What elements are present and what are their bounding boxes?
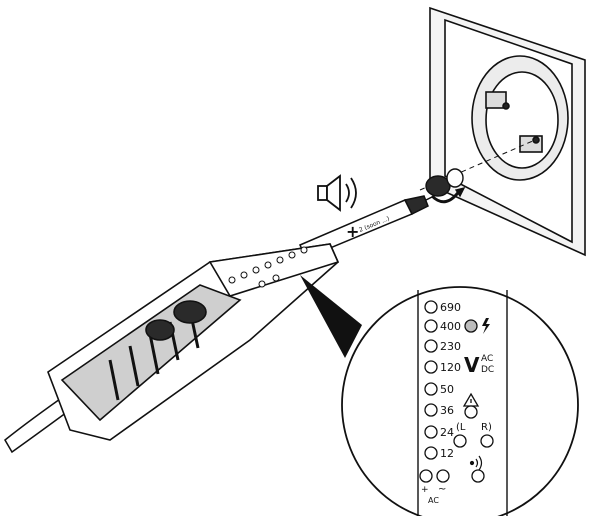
voltage-label-24: 24 — [440, 426, 454, 439]
led-36 — [424, 403, 438, 417]
volt-symbol: V — [464, 353, 480, 377]
led-24 — [424, 425, 438, 439]
led-polarity-ac — [436, 469, 450, 483]
voltage-label-12: 12 — [440, 447, 454, 460]
lightning-icon — [482, 318, 490, 334]
voltage-label-50: 50 — [440, 383, 454, 396]
tester-body — [47, 243, 340, 441]
led-50 — [424, 382, 438, 396]
voltage-led-column — [424, 300, 438, 460]
led-warning — [464, 405, 478, 419]
led-high-voltage — [464, 319, 478, 333]
voltage-label-400: 400 — [440, 320, 461, 333]
probe-plus-sign: + — [346, 222, 359, 241]
zoom-wedge — [300, 275, 362, 358]
dc-label: DC — [481, 365, 494, 375]
ac-label: AC — [481, 354, 493, 364]
tester-leds — [228, 246, 308, 288]
led-left — [453, 434, 467, 448]
bottom-plus-label: + — [421, 485, 429, 495]
voltage-label-690: 690 — [440, 301, 461, 314]
voltage-labels: 690 400 230 120 50 36 24 12 — [440, 301, 461, 460]
zoom-circle — [341, 286, 579, 516]
speaker-sound-icon — [317, 174, 357, 212]
cable — [4, 390, 80, 454]
buzzer-icon — [469, 455, 483, 471]
led-120 — [424, 360, 438, 374]
right-label: R) — [481, 422, 492, 433]
led-400 — [424, 319, 438, 333]
probe-cap — [425, 168, 466, 204]
wall-socket — [429, 6, 586, 257]
bottom-tilde-label: ~ — [438, 484, 446, 495]
bottom-ac-label: AC — [428, 496, 439, 505]
voltage-label-230: 230 — [440, 340, 461, 353]
led-right — [480, 434, 494, 448]
led-buzzer — [471, 469, 485, 483]
led-230 — [424, 339, 438, 353]
left-label: (L — [456, 422, 466, 433]
voltage-label-36: 36 — [440, 404, 454, 417]
led-12 — [424, 446, 438, 460]
voltage-label-120: 120 — [440, 361, 461, 374]
led-polarity-plus — [419, 469, 433, 483]
led-690 — [424, 300, 438, 314]
